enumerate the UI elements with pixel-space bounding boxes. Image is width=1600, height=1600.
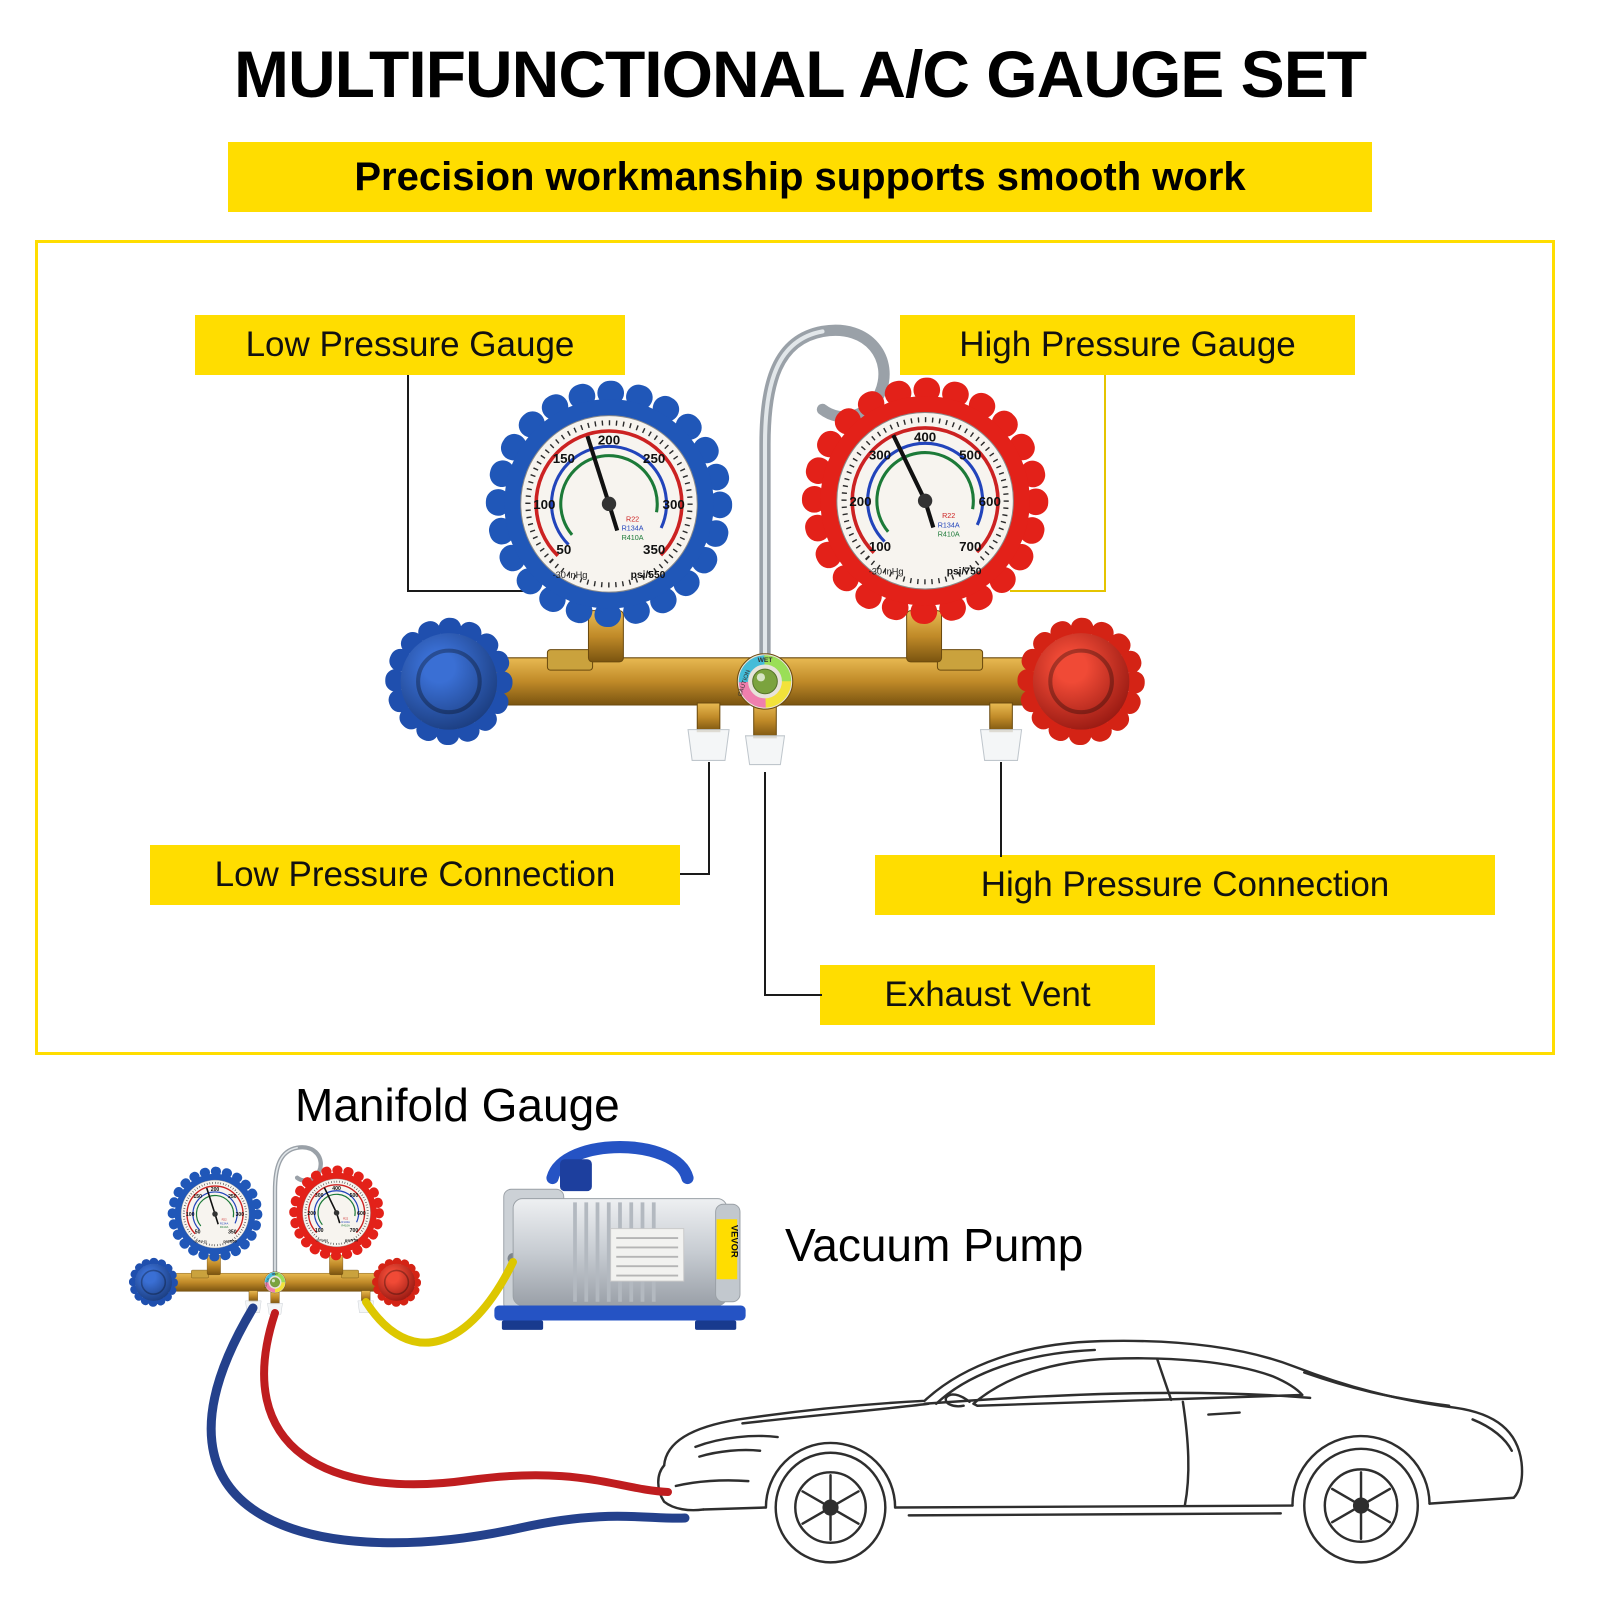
- car-hood-line: [741, 1402, 930, 1425]
- pump-brand-sticker: [716, 1219, 738, 1280]
- connector-exhaust-horizontal: [764, 994, 822, 996]
- car-mirror: [944, 1393, 971, 1408]
- car-windshield: [935, 1348, 1097, 1405]
- connector-low-gauge-horizontal: [407, 590, 527, 592]
- manifold-gauge-label: Manifold Gauge: [295, 1079, 620, 1131]
- small-manifold-gauge-svg: [125, 1128, 425, 1349]
- car-door-handle: [1207, 1411, 1241, 1416]
- page-title: MULTIFUNCTIONAL A/C GAUGE SET: [233, 37, 1367, 111]
- callout-low-pressure-gauge: Low Pressure Gauge: [195, 315, 625, 375]
- small-manifold-gauge-illustration: [125, 1128, 425, 1349]
- pump-brand-text: VEVOR: [730, 1225, 740, 1258]
- car-body-outline: [662, 1339, 1524, 1499]
- connector-high-connection-vertical: [1000, 762, 1002, 857]
- vacuum-pump-label: Vacuum Pump: [785, 1219, 1084, 1271]
- connector-low-connection-horizontal: [680, 873, 710, 875]
- car-front-wheel: [774, 1451, 887, 1564]
- connector-exhaust-vertical: [764, 772, 766, 996]
- pump-foot: [501, 1320, 544, 1330]
- connector-low-gauge-vertical: [407, 375, 409, 592]
- pump-foot: [695, 1320, 737, 1330]
- connector-high-gauge-vertical: [1104, 375, 1106, 592]
- callout-low-pressure-connection: Low Pressure Connection: [150, 845, 680, 905]
- pump-spec-label-lines: [616, 1237, 679, 1277]
- manifold-gauge-illustration: WET CAUTION 50 100 150 200 250 300: [375, 280, 1155, 855]
- connector-high-gauge-horizontal: [1010, 590, 1106, 592]
- car-headlight: [694, 1434, 779, 1449]
- subtitle-banner: Precision workmanship supports smooth wo…: [228, 142, 1372, 212]
- diagram-frame: [35, 240, 1555, 1055]
- callout-high-pressure-connection: High Pressure Connection: [875, 855, 1495, 915]
- connector-low-connection-vertical: [708, 762, 710, 875]
- subtitle-text: Precision workmanship supports smooth wo…: [354, 154, 1246, 199]
- car-taillight: [1471, 1418, 1513, 1452]
- car-side-glass: [972, 1357, 1304, 1407]
- car-rear-wheel: [1303, 1447, 1420, 1564]
- callout-exhaust-vent: Exhaust Vent: [820, 965, 1155, 1025]
- car-sketch: [605, 1255, 1565, 1578]
- car-sketch-svg: [657, 1339, 1524, 1564]
- callout-high-pressure-gauge: High Pressure Gauge: [900, 315, 1355, 375]
- car-door-line: [1181, 1400, 1190, 1507]
- car-beltline: [923, 1391, 1312, 1405]
- pump-oil-cap: [560, 1159, 592, 1192]
- manifold-gauge-svg: WET CAUTION 50 100 150 200 250 300: [375, 280, 1155, 855]
